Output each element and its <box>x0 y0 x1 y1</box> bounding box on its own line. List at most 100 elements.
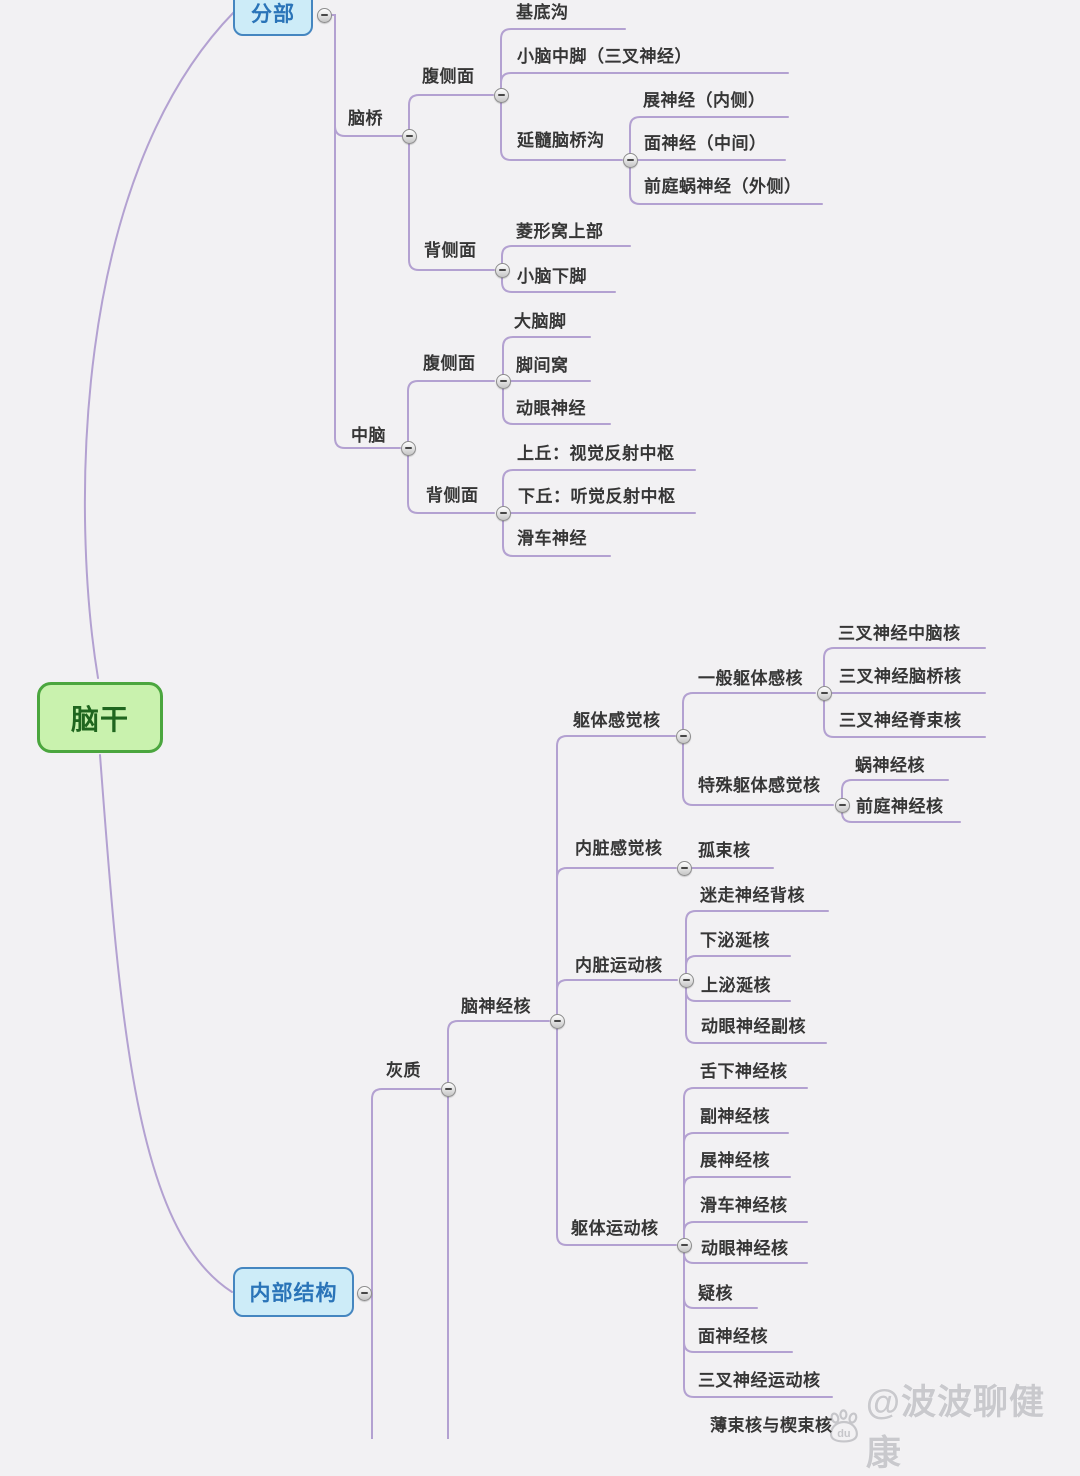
node-sancha-zhongnaohe[interactable]: 三叉神经中脑核 <box>838 624 961 643</box>
node-quti-yundonghe[interactable]: 躯体运动核 <box>571 1219 659 1238</box>
mindmap-canvas: du @波波聊健康 脑干分部脑桥腹侧面基底沟小脑中脚（三叉神经）延髓脑桥沟展神经… <box>37 0 1044 1473</box>
neizang-ganjuehe-collapse-button[interactable] <box>676 860 692 876</box>
node-huache-shenjinghe[interactable]: 滑车神经核 <box>700 1196 788 1215</box>
node-woshenjinghe[interactable]: 蜗神经核 <box>855 756 925 775</box>
branch-line <box>408 94 494 137</box>
branch-line <box>823 647 986 694</box>
node-zhongnao[interactable]: 中脑 <box>351 426 386 445</box>
node-sancha-naoqiaohe[interactable]: 三叉神经脑桥核 <box>839 667 962 686</box>
branch-line <box>683 1176 791 1246</box>
node-naogan-root[interactable]: 脑干 <box>37 682 163 753</box>
node-fu-shenjinghe[interactable]: 副神经核 <box>700 1107 770 1126</box>
node-xiaqiu[interactable]: 下丘：听觉反射中枢 <box>518 487 676 506</box>
branch-line <box>501 245 631 271</box>
node-dongyan-shenjing-fuhe[interactable]: 动眼神经副核 <box>701 1017 806 1036</box>
yiban-quti-ganhe-collapse-button[interactable] <box>816 685 832 701</box>
neizang-yundonghe-collapse-button[interactable] <box>678 972 694 988</box>
node-jidigou[interactable]: 基底沟 <box>516 3 569 22</box>
node-huizhi[interactable]: 灰质 <box>386 1061 421 1080</box>
quti-yundonghe-collapse-button[interactable] <box>676 1237 692 1253</box>
node-qianting-shenjinghe[interactable]: 前庭神经核 <box>856 797 944 816</box>
branch-line <box>683 1221 808 1246</box>
branch-line <box>407 447 495 514</box>
branch-line <box>685 955 791 981</box>
branch-line <box>502 512 611 557</box>
node-zhanshenjing-neice[interactable]: 展神经（内侧） <box>643 91 766 110</box>
node-zhongnao-fucemian[interactable]: 腹侧面 <box>423 354 476 373</box>
node-naoqiao-beicemian[interactable]: 背侧面 <box>424 241 477 260</box>
node-neizang-yundonghe[interactable]: 内脏运动核 <box>575 956 663 975</box>
node-naoshenjinghe[interactable]: 脑神经核 <box>461 997 531 1016</box>
node-sancha-yundonghe[interactable]: 三叉神经运动核 <box>698 1371 821 1390</box>
branch-line <box>502 336 591 382</box>
node-neibu-jiegou[interactable]: 内部结构 <box>233 1267 354 1317</box>
node-danaojiao[interactable]: 大脑脚 <box>514 312 567 331</box>
branch-line <box>323 14 401 449</box>
node-yiban-quti-ganhe[interactable]: 一般躯体感核 <box>698 669 803 688</box>
node-zhongnao-beicemian[interactable]: 背侧面 <box>426 486 479 505</box>
node-shexia-shenjinghe[interactable]: 舌下神经核 <box>700 1062 788 1081</box>
teshu-quti-ganjuehe-collapse-button[interactable] <box>834 797 850 813</box>
branch-line <box>685 979 827 1044</box>
naoqiao-beicemian-collapse-button[interactable] <box>494 262 510 278</box>
branch-line <box>363 1088 441 1294</box>
branch-line <box>629 116 789 161</box>
branch-line <box>83 11 235 679</box>
node-gushuhe[interactable]: 孤束核 <box>698 841 751 860</box>
branch-line <box>407 380 495 449</box>
node-shang-mixianhe[interactable]: 上泌涎核 <box>701 976 771 995</box>
branch-line <box>683 1132 789 1246</box>
branch-line <box>447 1020 550 1090</box>
node-zhan-shenjinghe[interactable]: 展神经核 <box>700 1151 770 1170</box>
node-sancha-jishuhe[interactable]: 三叉神经脊束核 <box>839 711 962 730</box>
node-naoqiao[interactable]: 脑桥 <box>348 109 383 128</box>
quti-ganjuehe-collapse-button[interactable] <box>675 728 691 744</box>
node-mizou-shenjing-beihe[interactable]: 迷走神经背核 <box>700 886 805 905</box>
yansui-naoqiao-gou-collapse-button[interactable] <box>622 152 638 168</box>
neibu-jiegou-collapse-button[interactable] <box>356 1285 372 1301</box>
zhongnao-collapse-button[interactable] <box>400 440 416 456</box>
branch-line <box>500 72 789 96</box>
branch-line <box>556 867 677 1022</box>
naoqiao-collapse-button[interactable] <box>401 128 417 144</box>
node-teshu-quti-ganjuehe[interactable]: 特殊躯体感觉核 <box>698 776 821 795</box>
branch-line <box>99 754 233 1293</box>
branch-line <box>556 735 676 1022</box>
node-jiaojianwo[interactable]: 脚间窝 <box>516 356 569 375</box>
naoshenjinghe-collapse-button[interactable] <box>549 1013 565 1029</box>
branch-line <box>682 735 834 806</box>
zhongnao-beicemian-collapse-button[interactable] <box>495 505 511 521</box>
naoqiao-fucemian-collapse-button[interactable] <box>493 87 509 103</box>
node-boshuhe-yu-xieshuhe[interactable]: 薄束核与楔束核 <box>710 1416 833 1435</box>
branch-line <box>408 135 495 271</box>
branch-line <box>500 28 626 96</box>
zhongnao-fucemian-collapse-button[interactable] <box>495 373 511 389</box>
node-huacheshenjing[interactable]: 滑车神经 <box>517 529 587 548</box>
node-xia-mixianhe[interactable]: 下泌涎核 <box>700 931 770 950</box>
node-quti-ganjuehe[interactable]: 躯体感觉核 <box>573 711 661 730</box>
node-dongyan-shenjinghe[interactable]: 动眼神经核 <box>701 1239 789 1258</box>
node-dongyanshenjing[interactable]: 动眼神经 <box>516 399 586 418</box>
node-mianshenjing-zhongjian[interactable]: 面神经（中间） <box>644 134 767 153</box>
node-xiaonao-xiajiao[interactable]: 小脑下脚 <box>517 267 587 286</box>
node-shangqiu[interactable]: 上丘：视觉反射中枢 <box>517 444 675 463</box>
huizhi-collapse-button[interactable] <box>440 1081 456 1097</box>
branch-line <box>629 159 823 205</box>
node-naoqiao-fucemian[interactable]: 腹侧面 <box>422 67 475 86</box>
branch-line <box>682 692 816 737</box>
node-mian-shenjinghe[interactable]: 面神经核 <box>698 1327 768 1346</box>
node-xiaonao-zhongjiao[interactable]: 小脑中脚（三叉神经） <box>517 47 692 66</box>
node-lingxingwo-shangbu[interactable]: 菱形窝上部 <box>516 222 604 241</box>
node-yansui-naoqiao-gou[interactable]: 延髓脑桥沟 <box>517 131 605 150</box>
node-qiantingwoshenjing-waice[interactable]: 前庭蜗神经（外侧） <box>644 177 802 196</box>
node-fenbu[interactable]: 分部 <box>233 0 313 36</box>
connector-lines <box>83 11 986 1439</box>
node-yihe[interactable]: 疑核 <box>698 1284 733 1303</box>
node-neizang-ganjuehe[interactable]: 内脏感觉核 <box>575 839 663 858</box>
fenbu-collapse-button[interactable] <box>316 7 332 23</box>
branch-line <box>501 269 616 293</box>
branch-line <box>683 1244 833 1398</box>
branch-line <box>841 779 949 806</box>
branch-line <box>685 910 829 981</box>
branch-line <box>823 692 986 738</box>
